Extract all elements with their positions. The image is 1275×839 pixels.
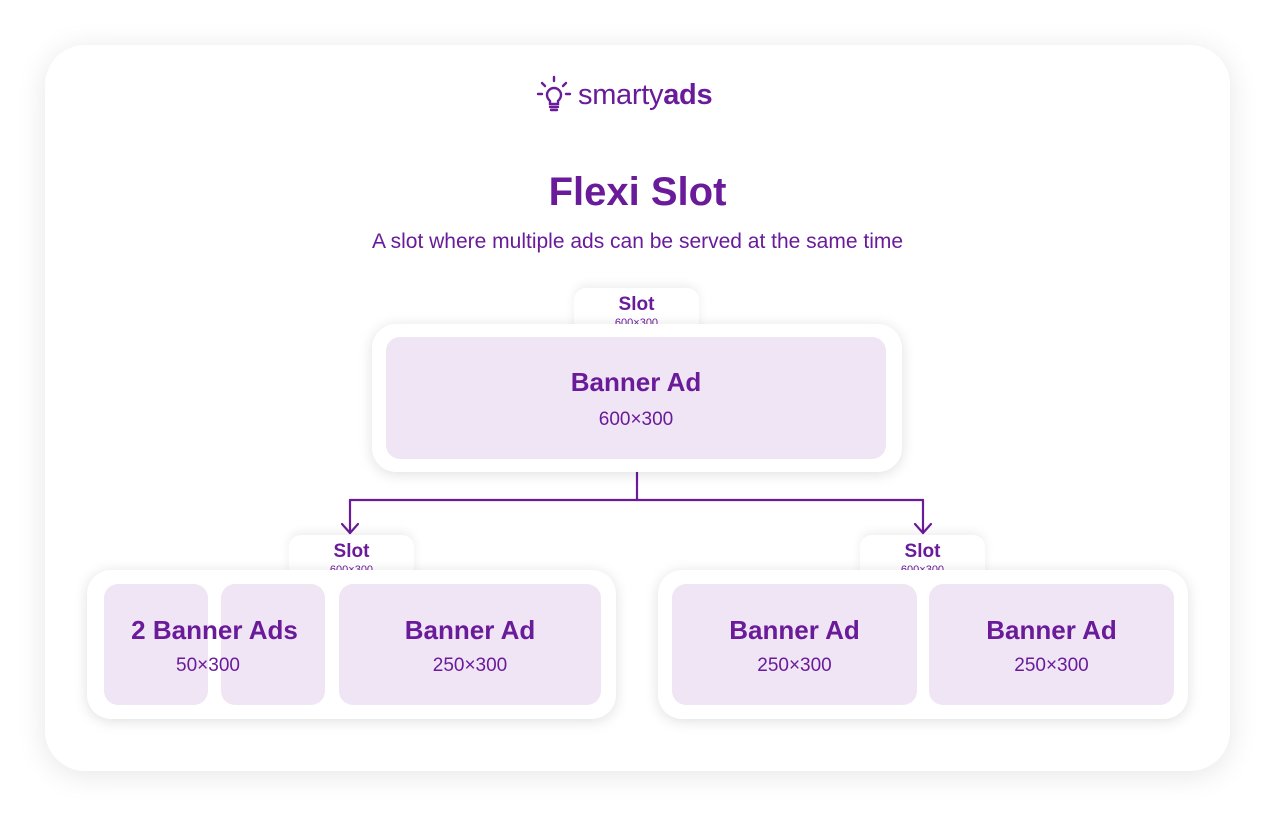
top-slot: Banner Ad 600×300	[372, 324, 902, 472]
arrow-left-icon	[340, 522, 360, 535]
right-slot: Banner Ad 250×300 Banner Ad 250×300	[658, 570, 1188, 719]
left-banner-ad: Banner Ad 250×300	[339, 584, 601, 705]
smartyads-logo: smartyads	[536, 74, 713, 116]
left-slot: Banner Ad 250×300	[87, 570, 616, 719]
small-banner-ad-1	[104, 584, 208, 705]
brand-name-smarty: smarty	[578, 78, 664, 111]
right-banner-ad-2-title: Banner Ad	[986, 615, 1117, 645]
left-slot-label: Slot	[333, 541, 370, 562]
page-subtitle: A slot where multiple ads can be served …	[371, 230, 904, 253]
left-banner-ad-size: 250×300	[432, 655, 508, 676]
lightbulb-icon	[536, 75, 572, 112]
top-banner-ad-title: Banner Ad	[570, 367, 702, 397]
right-banner-ad-1: Banner Ad 250×300	[672, 584, 917, 705]
brand-name: smartyads	[578, 78, 713, 112]
page-title: Flexi Slot	[548, 170, 727, 214]
right-slot-label: Slot	[904, 541, 941, 562]
brand-name-ads: ads	[663, 78, 713, 111]
arrow-right-icon	[913, 522, 933, 535]
right-banner-ad-2: Banner Ad 250×300	[929, 584, 1174, 705]
two-banner-ads-title: 2 Banner Ads	[131, 615, 298, 645]
top-slot-label: Slot	[618, 294, 655, 315]
top-banner-ad: Banner Ad 600×300	[386, 337, 886, 459]
top-banner-ad-size: 600×300	[598, 409, 674, 430]
right-banner-ad-1-size: 250×300	[757, 655, 832, 676]
small-banner-ad-2	[221, 584, 325, 705]
two-banner-ads-size: 50×300	[176, 655, 240, 676]
right-banner-ad-1-title: Banner Ad	[729, 615, 860, 645]
right-banner-ad-2-size: 250×300	[1014, 655, 1089, 676]
left-banner-ad-title: Banner Ad	[404, 615, 536, 645]
